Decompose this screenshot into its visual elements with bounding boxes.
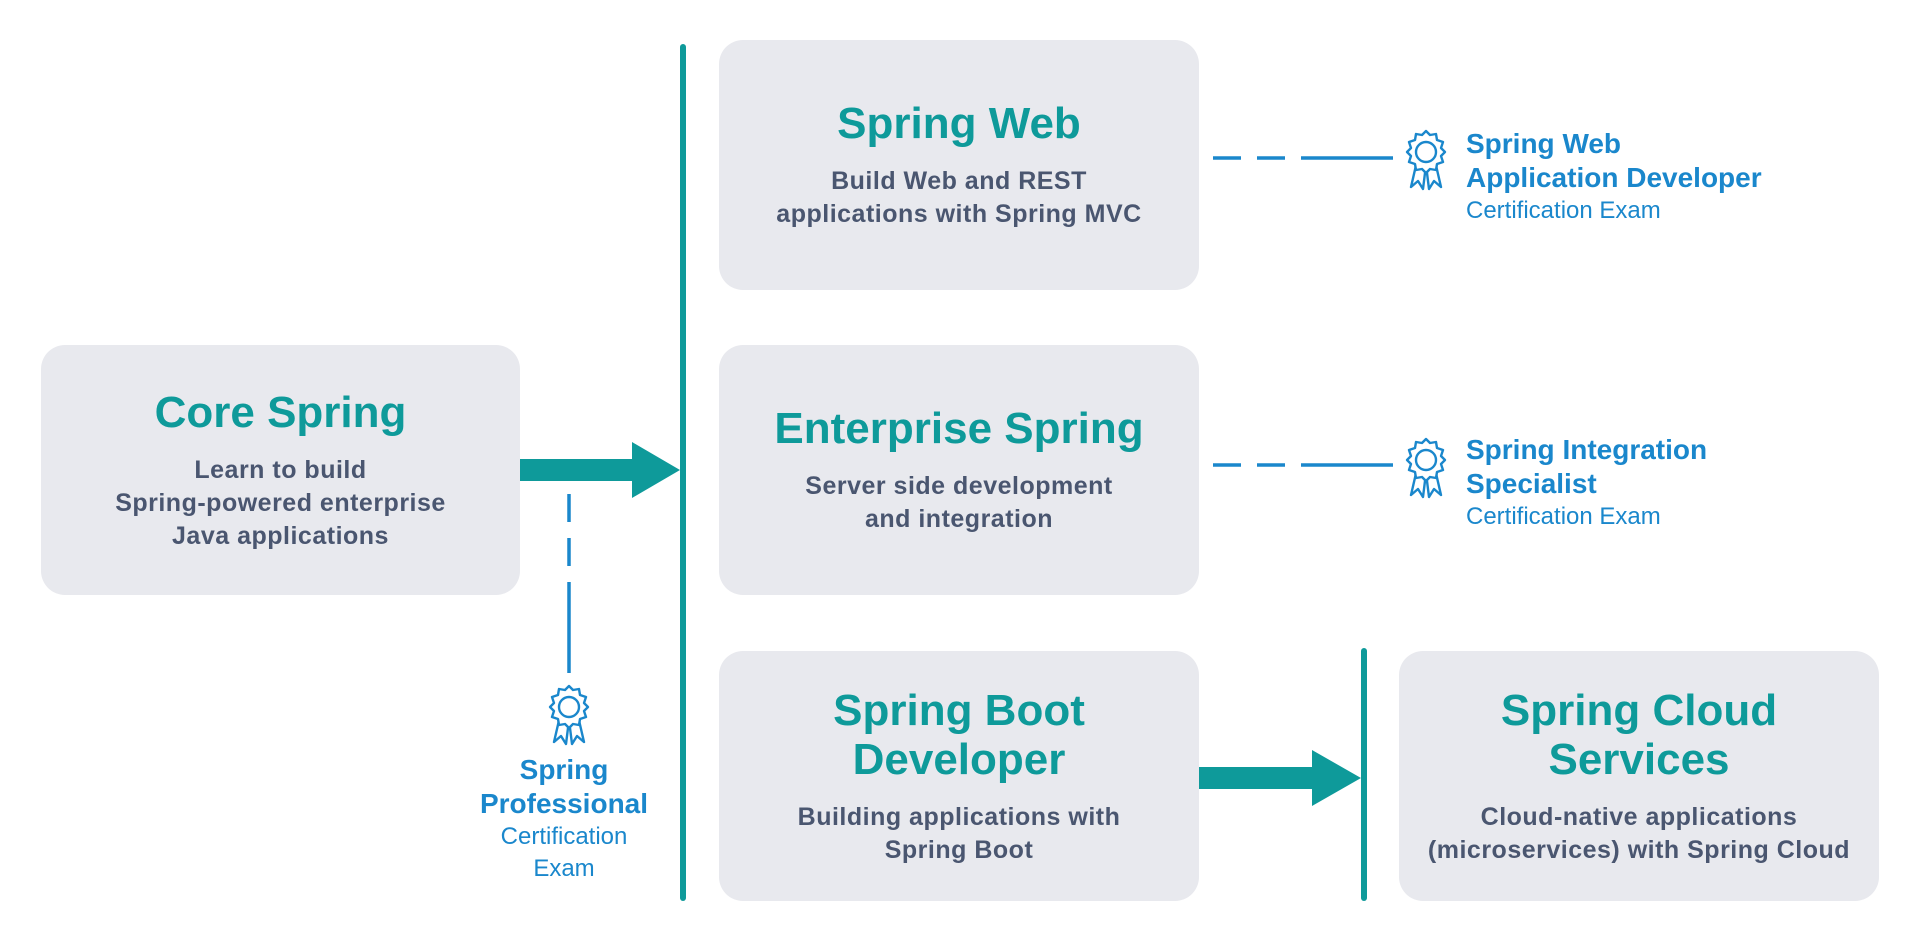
core-spring-title: Core Spring	[154, 387, 407, 437]
enterprise-spring-title: Enterprise Spring	[774, 404, 1144, 453]
core-spring-box: Core Spring Learn to build Spring-powere…	[41, 345, 520, 595]
spring-boot-desc: Building applications with Spring Boot	[797, 802, 1121, 864]
enterprise-spring-box: Enterprise Spring Server side developmen…	[719, 345, 1199, 595]
spring-web-box: Spring Web Build Web and REST applicatio…	[719, 40, 1199, 290]
divider-line-cloud	[1361, 648, 1367, 901]
cert-spring-professional: Spring Professional Certification Exam	[479, 754, 649, 882]
divider-line-main	[680, 44, 686, 901]
spring-cloud-desc: Cloud-native applications (microservices…	[1427, 802, 1851, 864]
spring-boot-title: Spring Boot Developer	[833, 685, 1085, 784]
cert-spring-web-developer: Spring Web Application Developer Certifi…	[1466, 128, 1762, 224]
spring-cloud-services-box: Spring Cloud Services Cloud-native appli…	[1399, 651, 1879, 901]
award-ribbon-icon	[548, 684, 590, 746]
arrow-boot-to-cloud	[1199, 750, 1361, 806]
award-ribbon-icon	[1405, 437, 1447, 499]
award-ribbon-icon	[1405, 129, 1447, 191]
core-spring-desc: Learn to build Spring-powered enterprise…	[115, 455, 446, 550]
enterprise-spring-desc: Server side development and integration	[805, 472, 1113, 533]
spring-web-desc: Build Web and REST applications with Spr…	[776, 167, 1142, 228]
spring-cloud-title: Spring Cloud Services	[1500, 685, 1778, 784]
spring-boot-developer-box: Spring Boot Developer Building applicati…	[719, 651, 1199, 901]
spring-web-title: Spring Web	[837, 99, 1081, 148]
cert-spring-integration-specialist: Spring Integration Specialist Certificat…	[1466, 434, 1708, 530]
arrow-core-to-tracks	[520, 442, 680, 498]
